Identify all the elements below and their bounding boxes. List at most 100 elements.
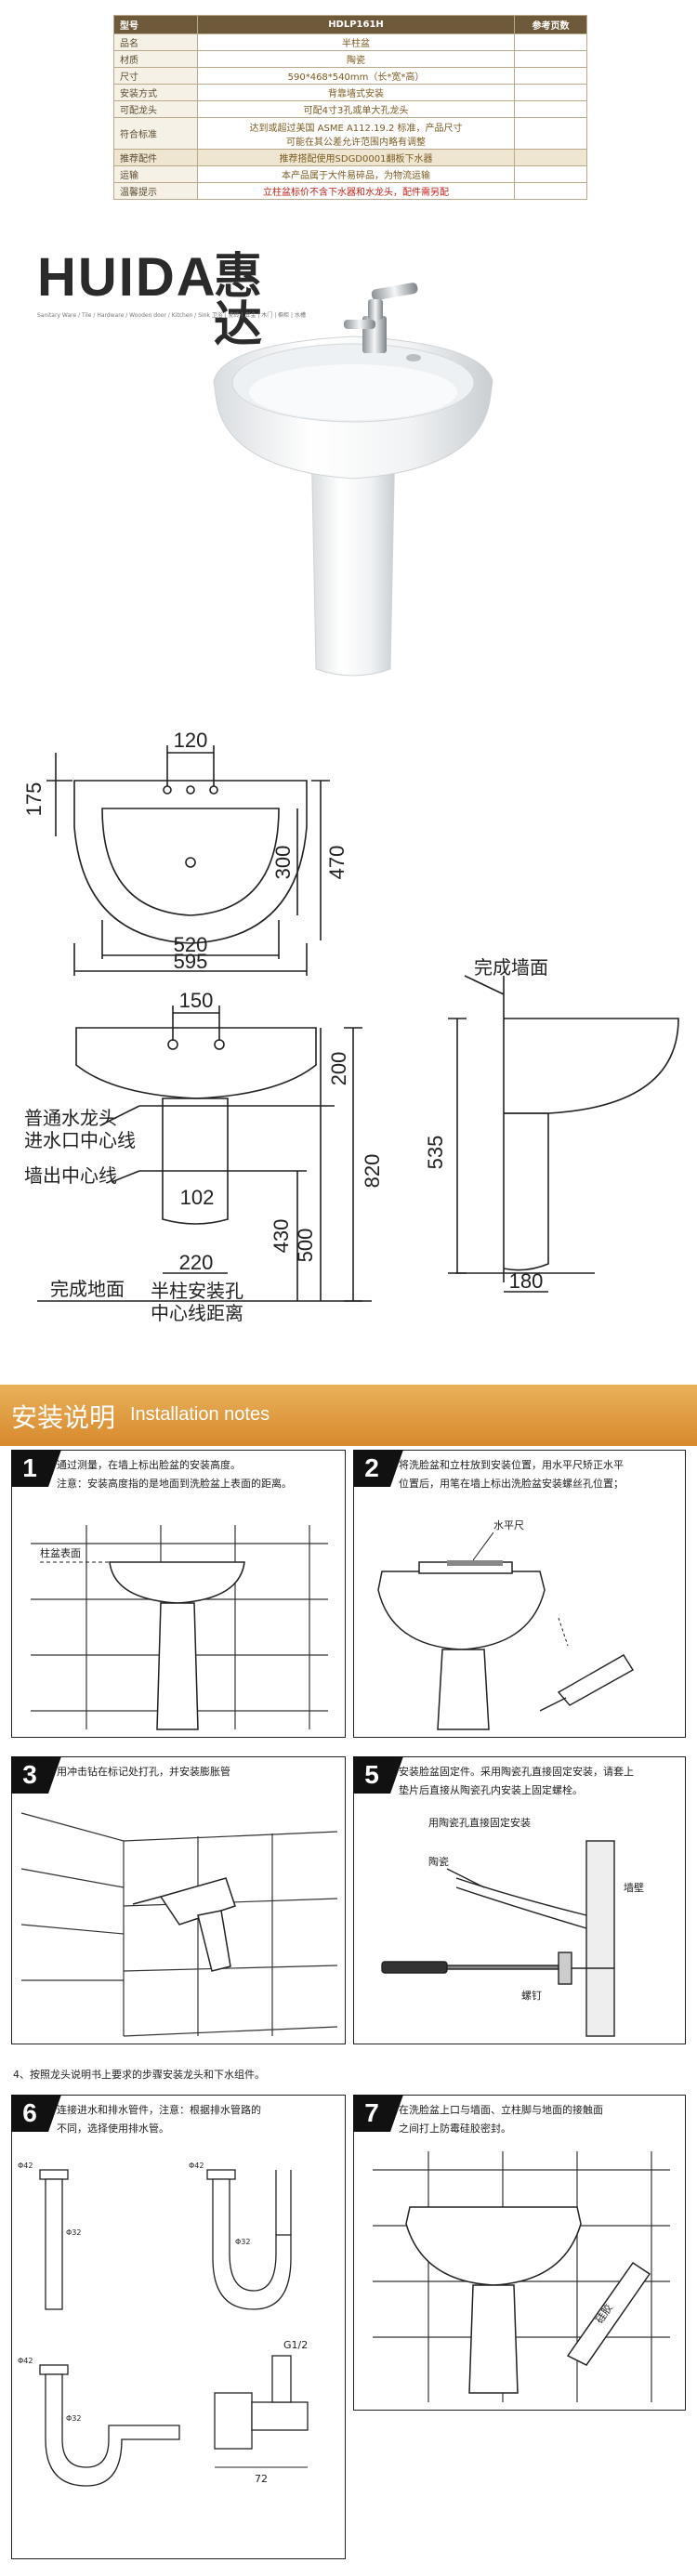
spec-value-line: 可能在其公差允许范围内略有调整	[286, 137, 426, 148]
step-5-label-wall: 墙壁	[624, 1881, 644, 1894]
spec-ref	[514, 100, 587, 118]
dim-overall-width: 595	[174, 950, 208, 973]
spec-value: 背靠墙式安装	[197, 84, 515, 101]
spec-ref-label: 参考页数	[514, 15, 587, 34]
spec-row: 可配龙头可配4寸3孔或单大孔龙头	[113, 100, 587, 118]
spec-row: 推荐配件推荐搭配使用SDGD0001翻板下水器	[113, 149, 587, 166]
spec-value: 本产品属于大件易碎品，为物流运输	[197, 165, 515, 183]
spec-model-label: 型号	[113, 15, 198, 34]
step-text-line: 安装脸盆固定件。采用陶瓷孔直接固定安装，请套上	[399, 1766, 634, 1778]
step-4-note: 4、按照龙头说明书上要求的步骤安装龙头和下水组件。	[13, 2069, 265, 2081]
spec-label: 尺寸	[113, 67, 198, 85]
step-text-line: 之间打上防霉硅胶密封。	[399, 2123, 511, 2135]
step-text-line: 位置后，用笔在墙上标出洗脸盆安装螺丝孔位置；	[399, 1478, 624, 1490]
step-6: 6 连接进水和排水管件，注意：根据排水管路的 不同，选择使用排水管。 Φ42 Φ…	[11, 2095, 346, 2559]
step-text-line: 将洗脸盆和立柱放到安装位置，用水平尺矫正水平	[399, 1459, 624, 1471]
spec-label: 品名	[113, 33, 198, 51]
step-text: 通过测量，在墙上标出脸盆的安装高度。 注意：安装高度指的是地面到洗脸盆上表面的距…	[57, 1456, 339, 1493]
step-text: 连接进水和排水管件，注意：根据排水管路的 不同，选择使用排水管。	[57, 2101, 339, 2138]
dim-bowl-depth: 300	[271, 846, 295, 880]
spec-ref	[514, 84, 587, 101]
spec-ref	[514, 33, 587, 51]
side-pedestal-outline	[503, 1112, 549, 1271]
step-number: 1	[11, 1450, 61, 1487]
step-text: 将洗脸盆和立柱放到安装位置，用水平尺矫正水平 位置后，用笔在墙上标出洗脸盆安装螺…	[399, 1456, 679, 1493]
dim-front-hole-spacing: 150	[179, 989, 214, 1012]
step-1-label: 柱盆表面	[40, 1546, 81, 1559]
step-number: 7	[353, 2095, 403, 2132]
step-2-illustration: 水平尺	[377, 1519, 634, 1730]
step-6-thread: G1/2	[283, 2339, 308, 2351]
step-7-illustration: 硅胶	[373, 2151, 670, 2402]
spec-value: 达到或超过美国 ASME A112.19.2 标准，产品尺寸可能在其公差允许范围…	[197, 117, 515, 150]
dim-overall-depth: 470	[325, 846, 348, 880]
dim-pedestal-height: 430	[270, 1219, 293, 1254]
spec-ref	[514, 50, 587, 68]
spec-header-row: 型号 HDLP161H 参考页数	[113, 15, 587, 34]
brand-name: HUIDA	[37, 247, 217, 308]
step-6-dia-4: Φ32	[235, 2238, 250, 2246]
step-5-label-screw: 螺钉	[521, 1990, 542, 2002]
side-view-drawing: 完成墙面 535 180	[424, 957, 679, 1293]
spec-row: 品名半柱盆	[113, 33, 587, 51]
spec-value-line: 达到或超过美国 ASME A112.19.2 标准，产品尺寸	[249, 123, 463, 134]
spec-row: 运输本产品属于大件易碎品，为物流运输	[113, 165, 587, 183]
dim-total-height: 820	[361, 1154, 384, 1189]
brand-subtitle: Sanitary Ware / Tile / Hardware / Wooden…	[37, 312, 306, 319]
step-text-line: 连接进水和排水管件，注意：根据排水管路的	[57, 2104, 261, 2116]
step-text-line: 不同，选择使用排水管。	[57, 2123, 169, 2135]
step-text-line: 垫片后直接从陶瓷孔内安装上固定螺栓。	[399, 1784, 583, 1796]
step-text: 安装脸盆固定件。采用陶瓷孔直接固定安装，请套上 垫片后直接从陶瓷孔内安装上固定螺…	[399, 1763, 679, 1800]
dim-hole-spacing: 120	[174, 729, 208, 752]
spec-value: 立柱盆标价不含下水器和水龙头，配件需另配	[197, 182, 515, 200]
step-5-illustration: 用陶瓷孔直接固定安装 陶瓷 墙壁 螺钉	[381, 1816, 644, 2037]
step-6-dia-1: Φ42	[18, 2162, 33, 2170]
step-3-illustration	[20, 1812, 338, 2037]
label-floor: 完成地面	[50, 1278, 125, 1300]
label-pedestal: 半柱安装孔	[151, 1280, 243, 1302]
step-text-line: 注意：安装高度指的是地面到洗脸盆上表面的距离。	[57, 1478, 292, 1490]
step-7: 7 在洗脸盆上口与墙面、立柱脚与地面的接触面 之间打上防霉硅胶密封。 硅胶	[353, 2095, 686, 2411]
front-view-drawing: 150 200 820 102 500 430 220 普通水龙头 进水口中心线…	[24, 989, 384, 1324]
step-text-line: 用冲击钻在标记处打孔，并安装膨胀管	[57, 1766, 230, 1778]
step-number: 2	[353, 1450, 403, 1487]
spec-label: 材质	[113, 50, 198, 68]
step-6-dia-3: Φ42	[189, 2162, 204, 2170]
step-6-dia-6: Φ32	[66, 2414, 81, 2423]
top-view-drawing: 120 175 300 470 520 595	[22, 729, 348, 976]
spec-model-value: HDLP161H	[197, 15, 515, 34]
spec-ref	[514, 165, 587, 183]
spec-value: 推荐搭配使用SDGD0001翻板下水器	[197, 149, 515, 166]
spec-row: 材质陶瓷	[113, 50, 587, 68]
step-number: 6	[11, 2095, 61, 2132]
step-number: 3	[11, 1756, 61, 1794]
spec-ref	[514, 117, 587, 150]
side-basin-outline	[504, 1018, 679, 1114]
spec-ref	[514, 182, 587, 200]
dim-front-depth: 175	[22, 782, 46, 817]
basin-outline	[73, 780, 308, 944]
spec-label: 可配龙头	[113, 100, 198, 118]
step-text-line: 在洗脸盆上口与墙面、立柱脚与地面的接触面	[399, 2104, 603, 2116]
label-inlet: 普通水龙头	[24, 1107, 117, 1129]
dim-drain-height: 500	[294, 1229, 317, 1263]
spec-value: 半柱盆	[197, 33, 515, 51]
step-5-label-ceramic: 陶瓷	[428, 1855, 449, 1868]
spec-label: 推荐配件	[113, 149, 198, 166]
label-inlet-2: 进水口中心线	[24, 1129, 136, 1151]
dim-side-height: 535	[424, 1136, 447, 1170]
spec-ref	[514, 67, 587, 85]
dim-side-depth: 180	[509, 1269, 544, 1293]
step-text: 在洗脸盆上口与墙面、立柱脚与地面的接触面 之间打上防霉硅胶密封。	[399, 2101, 679, 2138]
spec-value: 590*468*540mm（长*宽*高）	[197, 67, 515, 85]
dim-to-inlet: 200	[327, 1052, 350, 1086]
label-wall: 完成墙面	[474, 957, 548, 979]
step-number: 5	[353, 1756, 403, 1794]
front-basin-outline	[75, 1027, 317, 1099]
step-6-width: 72	[255, 2473, 268, 2485]
brand-cn: 惠达	[214, 249, 263, 353]
banner-title-en: Installation notes	[130, 1404, 270, 1425]
step-2-label: 水平尺	[493, 1519, 524, 1531]
